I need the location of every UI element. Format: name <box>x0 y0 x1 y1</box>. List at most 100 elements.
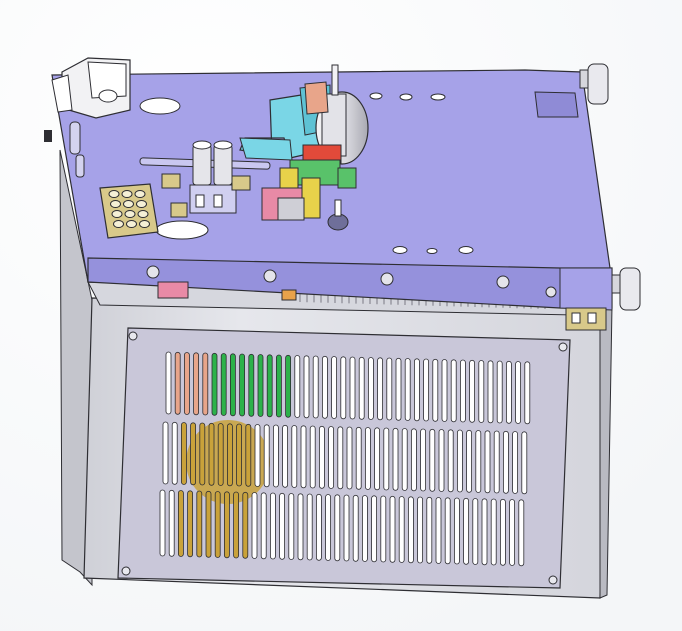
terminal-screw <box>111 210 123 218</box>
grille-slot <box>481 498 488 566</box>
grille-slot <box>269 492 276 560</box>
grille-slot <box>187 490 194 558</box>
thumb-knob-bottom <box>611 267 641 311</box>
grille-slot <box>367 357 374 420</box>
terminal-screw <box>123 200 134 208</box>
grille-slot <box>410 428 417 492</box>
grille-slot <box>165 351 172 415</box>
grille-slot <box>417 496 424 564</box>
grille-slot <box>502 430 509 494</box>
grille-slot <box>174 351 181 415</box>
grille-slot <box>266 354 273 418</box>
grille-slot <box>233 491 240 559</box>
terminal-screw <box>136 200 147 208</box>
grille-slot <box>490 498 497 566</box>
grille-slot <box>159 489 166 557</box>
plate-hole-1 <box>369 92 383 100</box>
grille-slot <box>364 427 371 490</box>
grille-slot <box>432 358 439 422</box>
terminal-screw <box>137 210 149 218</box>
terminal-screw <box>121 190 133 198</box>
grille-slot <box>377 357 384 421</box>
plate-recess <box>534 91 579 118</box>
grille-slot <box>389 495 396 563</box>
grille-slot <box>423 358 430 422</box>
grille-slot <box>226 423 233 487</box>
grille-slot <box>325 494 332 561</box>
grille-slot <box>220 353 227 416</box>
grille-slot <box>205 490 212 558</box>
grille-slot <box>346 426 353 490</box>
grille-slot <box>453 497 460 565</box>
grille-slot <box>404 358 411 421</box>
thumb-knob-top <box>579 63 609 105</box>
grille-slot <box>395 357 402 421</box>
grille-slot <box>429 428 436 492</box>
grille-slot <box>435 497 442 564</box>
grille-slot <box>306 493 313 561</box>
plate-hole-5 <box>426 248 438 254</box>
grille-slot <box>190 422 197 486</box>
grille-slot <box>505 360 512 424</box>
grille-slot <box>257 354 264 417</box>
grille-slot <box>272 424 279 488</box>
grille-slot <box>229 353 236 417</box>
plate-hole-large-bottom <box>155 220 209 240</box>
grille-slot <box>466 429 473 493</box>
grille-slot <box>214 491 221 558</box>
grille-slot <box>512 431 518 494</box>
grille-slot <box>450 359 457 423</box>
grille-slot <box>518 499 525 567</box>
grille-slot <box>279 492 286 560</box>
plate-hole-4 <box>392 246 408 254</box>
grille-slot <box>236 423 243 487</box>
grille-slot <box>199 422 206 486</box>
connector-housing-top-left <box>51 57 131 119</box>
grille-slot <box>254 424 261 487</box>
grille-slot <box>469 359 476 423</box>
grille-slot <box>242 491 249 559</box>
plate-screw-2 <box>263 269 277 283</box>
grille-slot <box>407 496 414 564</box>
grille-slot <box>493 430 500 494</box>
grille-slot <box>392 427 399 491</box>
plate-right-tab <box>559 267 613 311</box>
terminal-screw <box>113 220 124 228</box>
left-orange-wire <box>281 289 297 301</box>
grille-slot <box>524 361 531 425</box>
grille-slot <box>438 429 445 492</box>
grille-screw-top-left <box>128 331 138 341</box>
grille-slot <box>248 353 255 417</box>
grille-slot <box>260 492 267 560</box>
grille-slot <box>318 425 325 489</box>
grille-slot <box>374 427 381 491</box>
grille-slot <box>515 361 521 424</box>
grille-slot <box>337 426 344 490</box>
grille-slot <box>328 426 335 489</box>
grille-slot <box>401 428 408 491</box>
grille-slot <box>282 424 289 488</box>
grille-slot <box>496 360 503 424</box>
ventilation-grille-panel <box>117 327 571 589</box>
grille-slot <box>285 354 292 418</box>
grille-slot <box>358 356 365 420</box>
grille-slot <box>420 428 427 492</box>
grille-slot <box>180 422 187 485</box>
grille-screw-bottom-left <box>121 566 131 576</box>
plate-screw-1 <box>146 265 160 279</box>
grille-slot <box>309 425 316 489</box>
grille-slot <box>251 492 258 559</box>
grille-slot <box>162 421 169 485</box>
grille-slot <box>211 352 218 416</box>
grille-slot <box>386 357 393 421</box>
grille-slot <box>459 359 466 423</box>
grille-slot <box>275 354 282 418</box>
terminal-screw <box>139 220 150 228</box>
grille-slot <box>334 494 341 562</box>
capacitor-group <box>161 140 251 218</box>
plate-screw-3 <box>380 272 394 286</box>
grille-slot <box>321 355 328 419</box>
grille-slot <box>413 358 420 422</box>
grille-screw-bottom-right <box>548 575 558 585</box>
